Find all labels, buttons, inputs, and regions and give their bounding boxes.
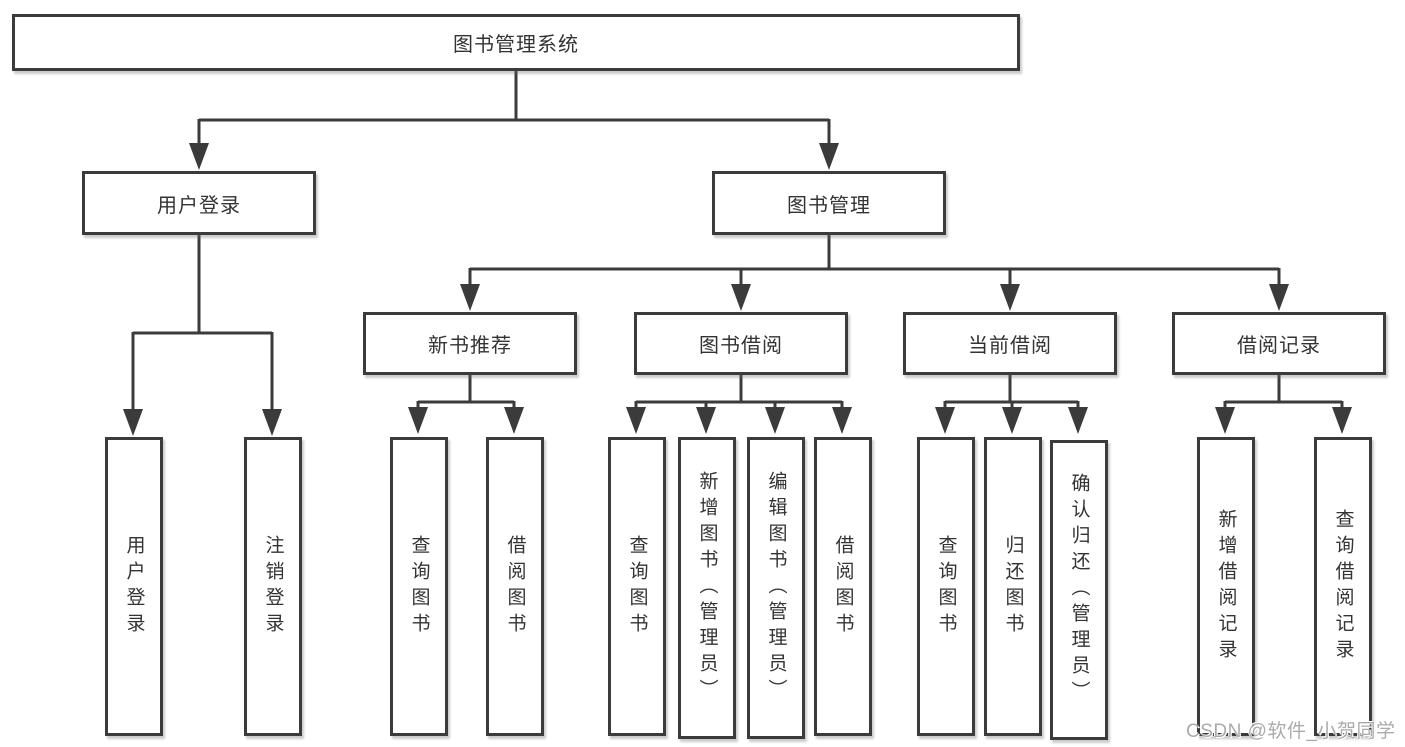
node-label: 查询图书	[626, 534, 648, 639]
node-label: 新书推荐	[428, 335, 512, 357]
node-label: 新增借阅记录	[1215, 508, 1237, 665]
node-root-system: 图书管理系统	[12, 14, 1020, 71]
node-label: 用户登录	[157, 194, 241, 217]
connector-book-borrow	[626, 375, 852, 434]
node-label: 图书管理系统	[453, 34, 579, 56]
node-label: 图书借阅	[699, 335, 783, 357]
connector-borrow-records	[1215, 375, 1352, 434]
node-leaf-add-books-admin: 新增图书（管理员）	[678, 437, 736, 739]
arrowhead	[626, 407, 852, 434]
node-leaf-add-borrow-record: 新增借阅记录	[1197, 437, 1255, 736]
arrowhead	[189, 143, 839, 170]
node-leaf-query-books-1: 查询图书	[390, 437, 448, 736]
node-leaf-user-login: 用户登录	[105, 437, 163, 736]
node-leaf-return-books: 归还图书	[984, 437, 1042, 736]
connector-new-book-recommend	[408, 375, 524, 434]
node-leaf-confirm-return-admin: 确认归还（管理员）	[1050, 440, 1108, 740]
node-label: 新增图书（管理员）	[696, 471, 718, 705]
node-leaf-borrow-books-1: 借阅图书	[486, 437, 544, 736]
node-label: 图书管理	[787, 194, 871, 217]
node-label: 借阅记录	[1237, 335, 1321, 357]
node-leaf-query-borrow-record: 查询借阅记录	[1314, 437, 1372, 736]
node-leaf-logout: 注销登录	[244, 437, 302, 736]
node-label: 确认归还（管理员）	[1068, 473, 1090, 707]
arrowhead	[1215, 407, 1352, 434]
node-label: 查询图书	[408, 534, 430, 639]
node-label: 查询图书	[935, 534, 957, 639]
node-label: 借阅图书	[832, 534, 854, 639]
node-label: 编辑图书（管理员）	[765, 471, 787, 705]
node-leaf-borrow-books-2: 借阅图书	[814, 437, 872, 736]
connector-book-management	[460, 235, 1289, 311]
node-leaf-query-books-3: 查询图书	[917, 437, 975, 736]
node-leaf-edit-books-admin: 编辑图书（管理员）	[747, 437, 805, 739]
arrowhead	[935, 407, 1088, 434]
connector-root	[189, 70, 839, 170]
node-current-borrow: 当前借阅	[903, 312, 1117, 375]
node-leaf-query-books-2: 查询图书	[608, 437, 666, 736]
node-book-management: 图书管理	[712, 171, 946, 235]
node-borrow-records: 借阅记录	[1172, 312, 1386, 375]
node-user-login: 用户登录	[82, 171, 316, 235]
arrowhead	[123, 409, 282, 436]
node-new-book-recommend: 新书推荐	[363, 312, 577, 375]
node-label: 用户登录	[123, 534, 145, 639]
csdn-watermark: CSDN @软件_小贺同学	[1186, 721, 1396, 742]
arrowhead	[408, 407, 524, 434]
connector-user-login	[123, 235, 282, 436]
node-book-borrow: 图书借阅	[634, 312, 848, 375]
node-label: 当前借阅	[968, 335, 1052, 357]
node-label: 注销登录	[262, 534, 284, 639]
connector-current-borrow	[935, 375, 1088, 434]
node-label: 归还图书	[1002, 534, 1024, 639]
arrowhead	[460, 284, 1289, 311]
node-label: 借阅图书	[504, 534, 526, 639]
node-label: 查询借阅记录	[1332, 508, 1354, 665]
